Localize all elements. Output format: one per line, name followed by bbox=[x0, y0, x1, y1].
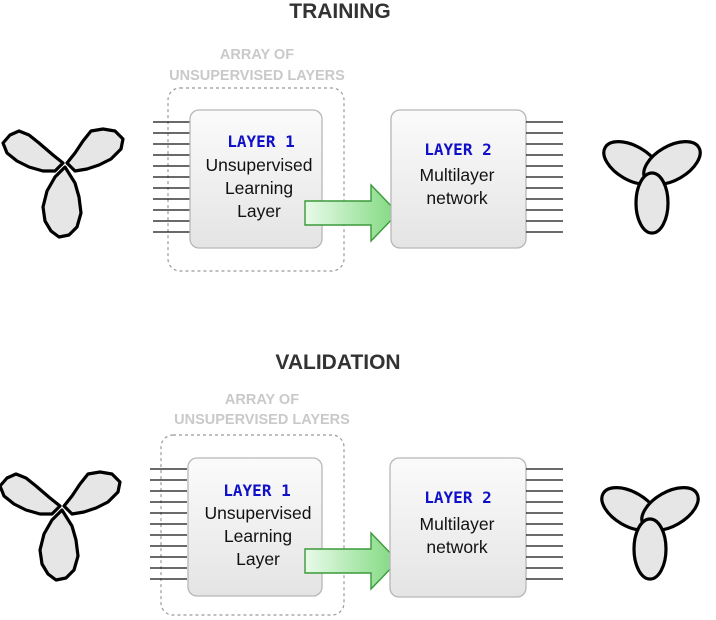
layer1-label: LAYER 1 bbox=[223, 481, 290, 500]
validation-section: VALIDATION ARRAY OF UNSUPERVISED LAYERS … bbox=[0, 351, 707, 616]
output-shape bbox=[593, 477, 707, 581]
array-label-line1: ARRAY OF bbox=[220, 47, 294, 63]
layer2-desc-line1: Multilayer bbox=[420, 165, 495, 185]
input-wires bbox=[149, 468, 188, 580]
trefoil-icon bbox=[595, 131, 709, 235]
flow-arrow bbox=[304, 183, 399, 243]
trefoil-icon bbox=[593, 477, 707, 581]
output-wires bbox=[525, 121, 564, 233]
layer1-desc-line1: Unsupervised bbox=[206, 155, 313, 175]
input-wires bbox=[152, 121, 191, 233]
distorted-trefoil-icon bbox=[0, 470, 122, 582]
layer2-box bbox=[390, 109, 527, 249]
distorted-trefoil-icon bbox=[1, 127, 125, 239]
output-shape bbox=[595, 131, 709, 235]
layer2-desc-line2: network bbox=[426, 188, 488, 208]
layer2-box bbox=[389, 457, 527, 598]
layer1-box bbox=[187, 457, 323, 597]
layer1-box bbox=[189, 109, 323, 249]
layer2-desc-line1: Multilayer bbox=[420, 514, 495, 534]
array-label-line2: UNSUPERVISED LAYERS bbox=[174, 412, 350, 428]
section-title: VALIDATION bbox=[275, 351, 400, 374]
flow-arrow bbox=[304, 531, 399, 591]
layer2-label: LAYER 2 bbox=[424, 488, 491, 507]
unsupervised-array-box bbox=[160, 434, 345, 616]
layer1-desc-line2: Learning bbox=[225, 178, 293, 198]
section-title: TRAINING bbox=[289, 0, 391, 23]
array-label-line1: ARRAY OF bbox=[225, 392, 299, 408]
layer1-label: LAYER 1 bbox=[227, 132, 294, 151]
layer1-desc-line3: Layer bbox=[236, 549, 280, 569]
layer1-desc-line3: Layer bbox=[237, 201, 281, 221]
layer2-desc-line2: network bbox=[426, 537, 488, 557]
layer2-label: LAYER 2 bbox=[424, 140, 491, 159]
output-wires bbox=[525, 468, 564, 580]
layer1-desc-line1: Unsupervised bbox=[205, 503, 312, 523]
array-label-line2: UNSUPERVISED LAYERS bbox=[169, 68, 345, 84]
input-shape bbox=[0, 470, 122, 582]
layer1-desc-line2: Learning bbox=[224, 526, 292, 546]
training-section: TRAINING ARRAY OF UNSUPERVISED LAYERS LA… bbox=[1, 0, 709, 272]
input-shape bbox=[1, 127, 125, 239]
